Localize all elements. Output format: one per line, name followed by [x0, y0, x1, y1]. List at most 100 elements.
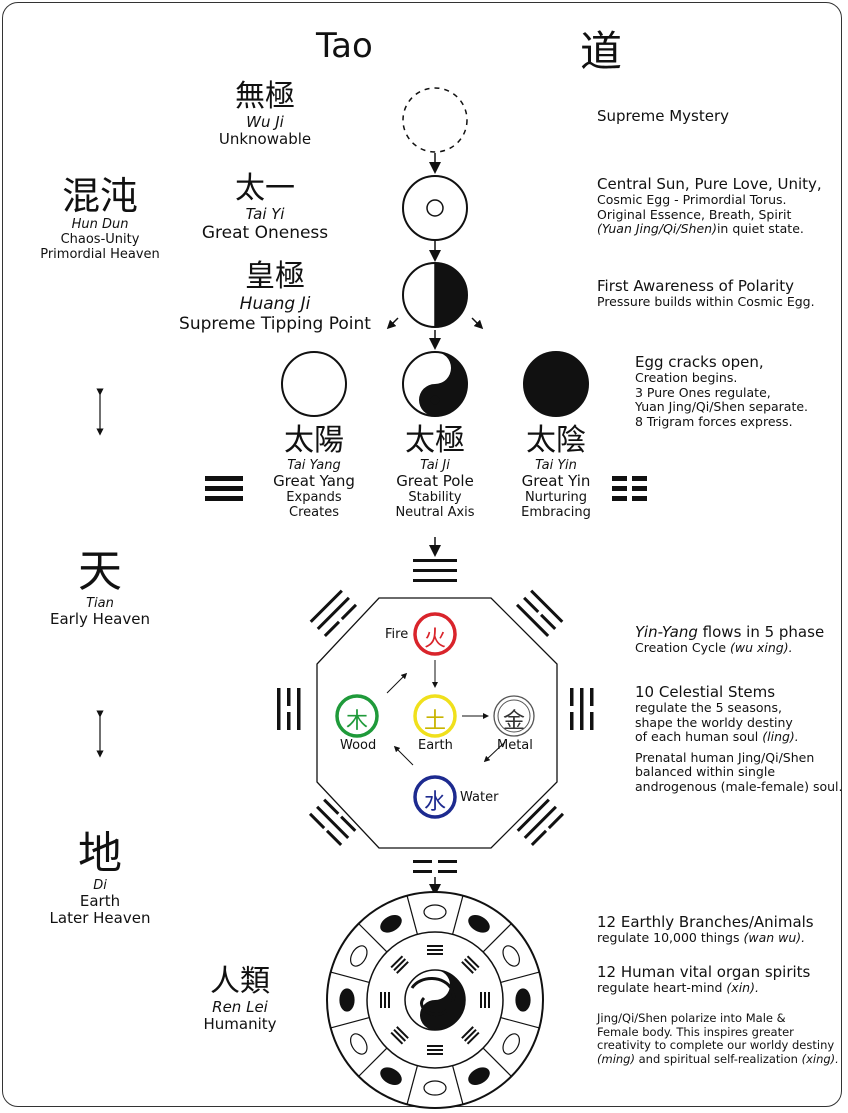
trigram-right [570, 688, 594, 730]
huangji-cjk: 皇極 [245, 259, 305, 294]
tian-l1: Early Heaven [50, 610, 150, 628]
water-cjk: 水 [423, 790, 446, 815]
zodiac-animal-icon [339, 988, 355, 1012]
taiji-pinyin: Tai Ji [420, 458, 450, 473]
tian-cjk: 天 [78, 546, 122, 597]
taiyang-label: 太陽 Tai Yang Great Yang Expands Creates [259, 423, 369, 521]
stems-p1: Prenatal human Jing/Qi/Shen [635, 749, 815, 765]
taiyi-desc-3b: in quiet state. [716, 221, 804, 236]
polarize-l4i2: (xing). [801, 1051, 839, 1066]
wuji-circle [402, 87, 468, 153]
stems-l1: regulate the 5 seasons, [635, 700, 782, 715]
taiyin-pinyin: Tai Yin [535, 458, 577, 473]
wuxing-l1i: (wu xing). [730, 640, 793, 655]
polarize-l4: and spiritual self-realization [634, 1051, 802, 1066]
taiyang-pinyin: Tai Yang [287, 458, 341, 473]
tian-block: 天 Tian Early Heaven [0, 548, 200, 628]
taiji-l2: Stability [408, 490, 462, 505]
water-circle [413, 775, 457, 819]
trigram-left [277, 688, 301, 730]
trigram-bottom [413, 860, 457, 873]
taiyang-cjk: 太陽 [284, 423, 344, 458]
split-desc-2: 3 Pure Ones regulate, [635, 384, 771, 400]
zodiac-animal-icon [468, 1067, 490, 1085]
taiyin-l2: Nurturing [524, 490, 588, 505]
fire-cjk: 火 [423, 627, 446, 652]
wuxing-h1: Yin-Yang [635, 623, 698, 641]
polarize-l3: creativity to complete our worldy destin… [597, 1038, 835, 1052]
zodiac-animal-icon [515, 988, 531, 1012]
stems-l3: of each human soul [635, 729, 763, 744]
stems-l3i: (ling). [762, 729, 799, 744]
hundun-block: 混沌 Hun Dun Chaos-Unity Primordial Heaven [0, 175, 200, 262]
title-dao-cjk: 道 [580, 27, 623, 76]
wuji-cjk: 無極 [235, 79, 295, 114]
di-l1: Earth [79, 892, 121, 910]
wood-cjk: 木 [345, 709, 368, 734]
zodiac-animal-icon [502, 1033, 520, 1055]
split-desc-4: 8 Trigram forces express. [635, 413, 793, 429]
organs-h: 12 Human vital organ spirits [597, 963, 811, 981]
stems-desc: 10 Celestial Stems regulate the 5 season… [635, 684, 845, 794]
wuxing-h2: flows in 5 phase [697, 623, 825, 641]
taiji-l1: Great Pole [396, 472, 474, 490]
taiji-l3: Neutral Axis [395, 505, 475, 520]
zodiac-animal-icon [380, 1067, 402, 1085]
wheel-spoke [358, 923, 388, 953]
metal-circle [493, 695, 535, 737]
taiyin-circle [523, 351, 589, 417]
polarize-l2: Female body. This inspires greater [597, 1024, 794, 1039]
split-desc-h: Egg cracks open, [635, 353, 764, 371]
taiyi-desc: Central Sun, Pure Love, Unity, Cosmic Eg… [597, 176, 842, 237]
trigram-top-left [309, 589, 358, 638]
taiji-label: 太極 Tai Ji Great Pole Stability Neutral A… [380, 423, 490, 521]
wheel-trigram [390, 955, 409, 974]
zodiac-animal-icon [423, 1080, 447, 1096]
di-pinyin: Di [93, 878, 107, 893]
zodiac-animal-icon [350, 945, 368, 967]
huangji-desc-1: Pressure builds within Cosmic Egg. [597, 294, 815, 309]
hundun-l1: Chaos-Unity [60, 232, 140, 247]
taiyin-label: 太陰 Tai Yin Great Yin Nurturing Embracing [501, 424, 611, 521]
stems-l2: shape the worldy destiny [635, 714, 793, 730]
wheel-spoke [500, 971, 540, 983]
metal-label: Metal [497, 738, 533, 753]
polarize-desc: Jing/Qi/Shen polarize into Male & Female… [597, 1011, 845, 1066]
wheel-spoke [406, 895, 418, 935]
wheel-trigram [380, 992, 390, 1008]
di-block: 地 Di Earth Later Heaven [0, 830, 200, 927]
taiyang-l1: Great Yang [273, 472, 355, 490]
renlei-cjk: 人類 [210, 964, 270, 999]
yang-trigram [205, 476, 243, 501]
stems-h: 10 Celestial Stems [635, 683, 776, 701]
wuji-desc: Supreme Mystery [597, 107, 730, 125]
taiyi-desc-1: Cosmic Egg - Primordial Torus. [597, 192, 787, 207]
organs-l1: regulate heart-mind [597, 980, 727, 995]
hundun-cjk: 混沌 [61, 174, 138, 218]
taiyi-desc-2: Original Essence, Breath, Spirit [597, 206, 792, 222]
taiyi-cjk: 太一 [235, 171, 295, 206]
branches-l1: regulate 10,000 things [597, 930, 744, 945]
taiyi-label: 太一 Tai Yi Great Oneness [190, 171, 340, 244]
water-label: Water [460, 790, 499, 805]
wood-circle [335, 694, 379, 738]
wheel-spoke [406, 1065, 418, 1105]
wuxing-desc: Yin-Yang flows in 5 phase Creation Cycle… [635, 624, 845, 656]
organs-desc: 12 Human vital organ spirits regulate he… [597, 964, 842, 996]
branches-l1i: (wan wu). [743, 930, 806, 945]
stems-p2: balanced within single [635, 764, 776, 779]
taiji-yinyang [402, 351, 468, 417]
renlei-block: 人類 Ren Lei Humanity [180, 965, 300, 1033]
taiyi-pinyin: Tai Yi [245, 205, 285, 223]
tian-pinyin: Tian [86, 596, 114, 611]
huangji-circle [402, 262, 468, 328]
taiji-cjk: 太極 [405, 423, 465, 458]
taiyi-desc-3: (Yuan Jing/Qi/Shen) [597, 221, 717, 236]
wheel-spoke [452, 1065, 464, 1105]
taiyi-english: Great Oneness [201, 223, 329, 243]
trigram-top [413, 559, 457, 582]
renlei-pinyin: Ren Lei [212, 998, 268, 1016]
split-desc-1: Creation begins. [635, 370, 738, 385]
taiyin-l1: Great Yin [521, 472, 591, 490]
